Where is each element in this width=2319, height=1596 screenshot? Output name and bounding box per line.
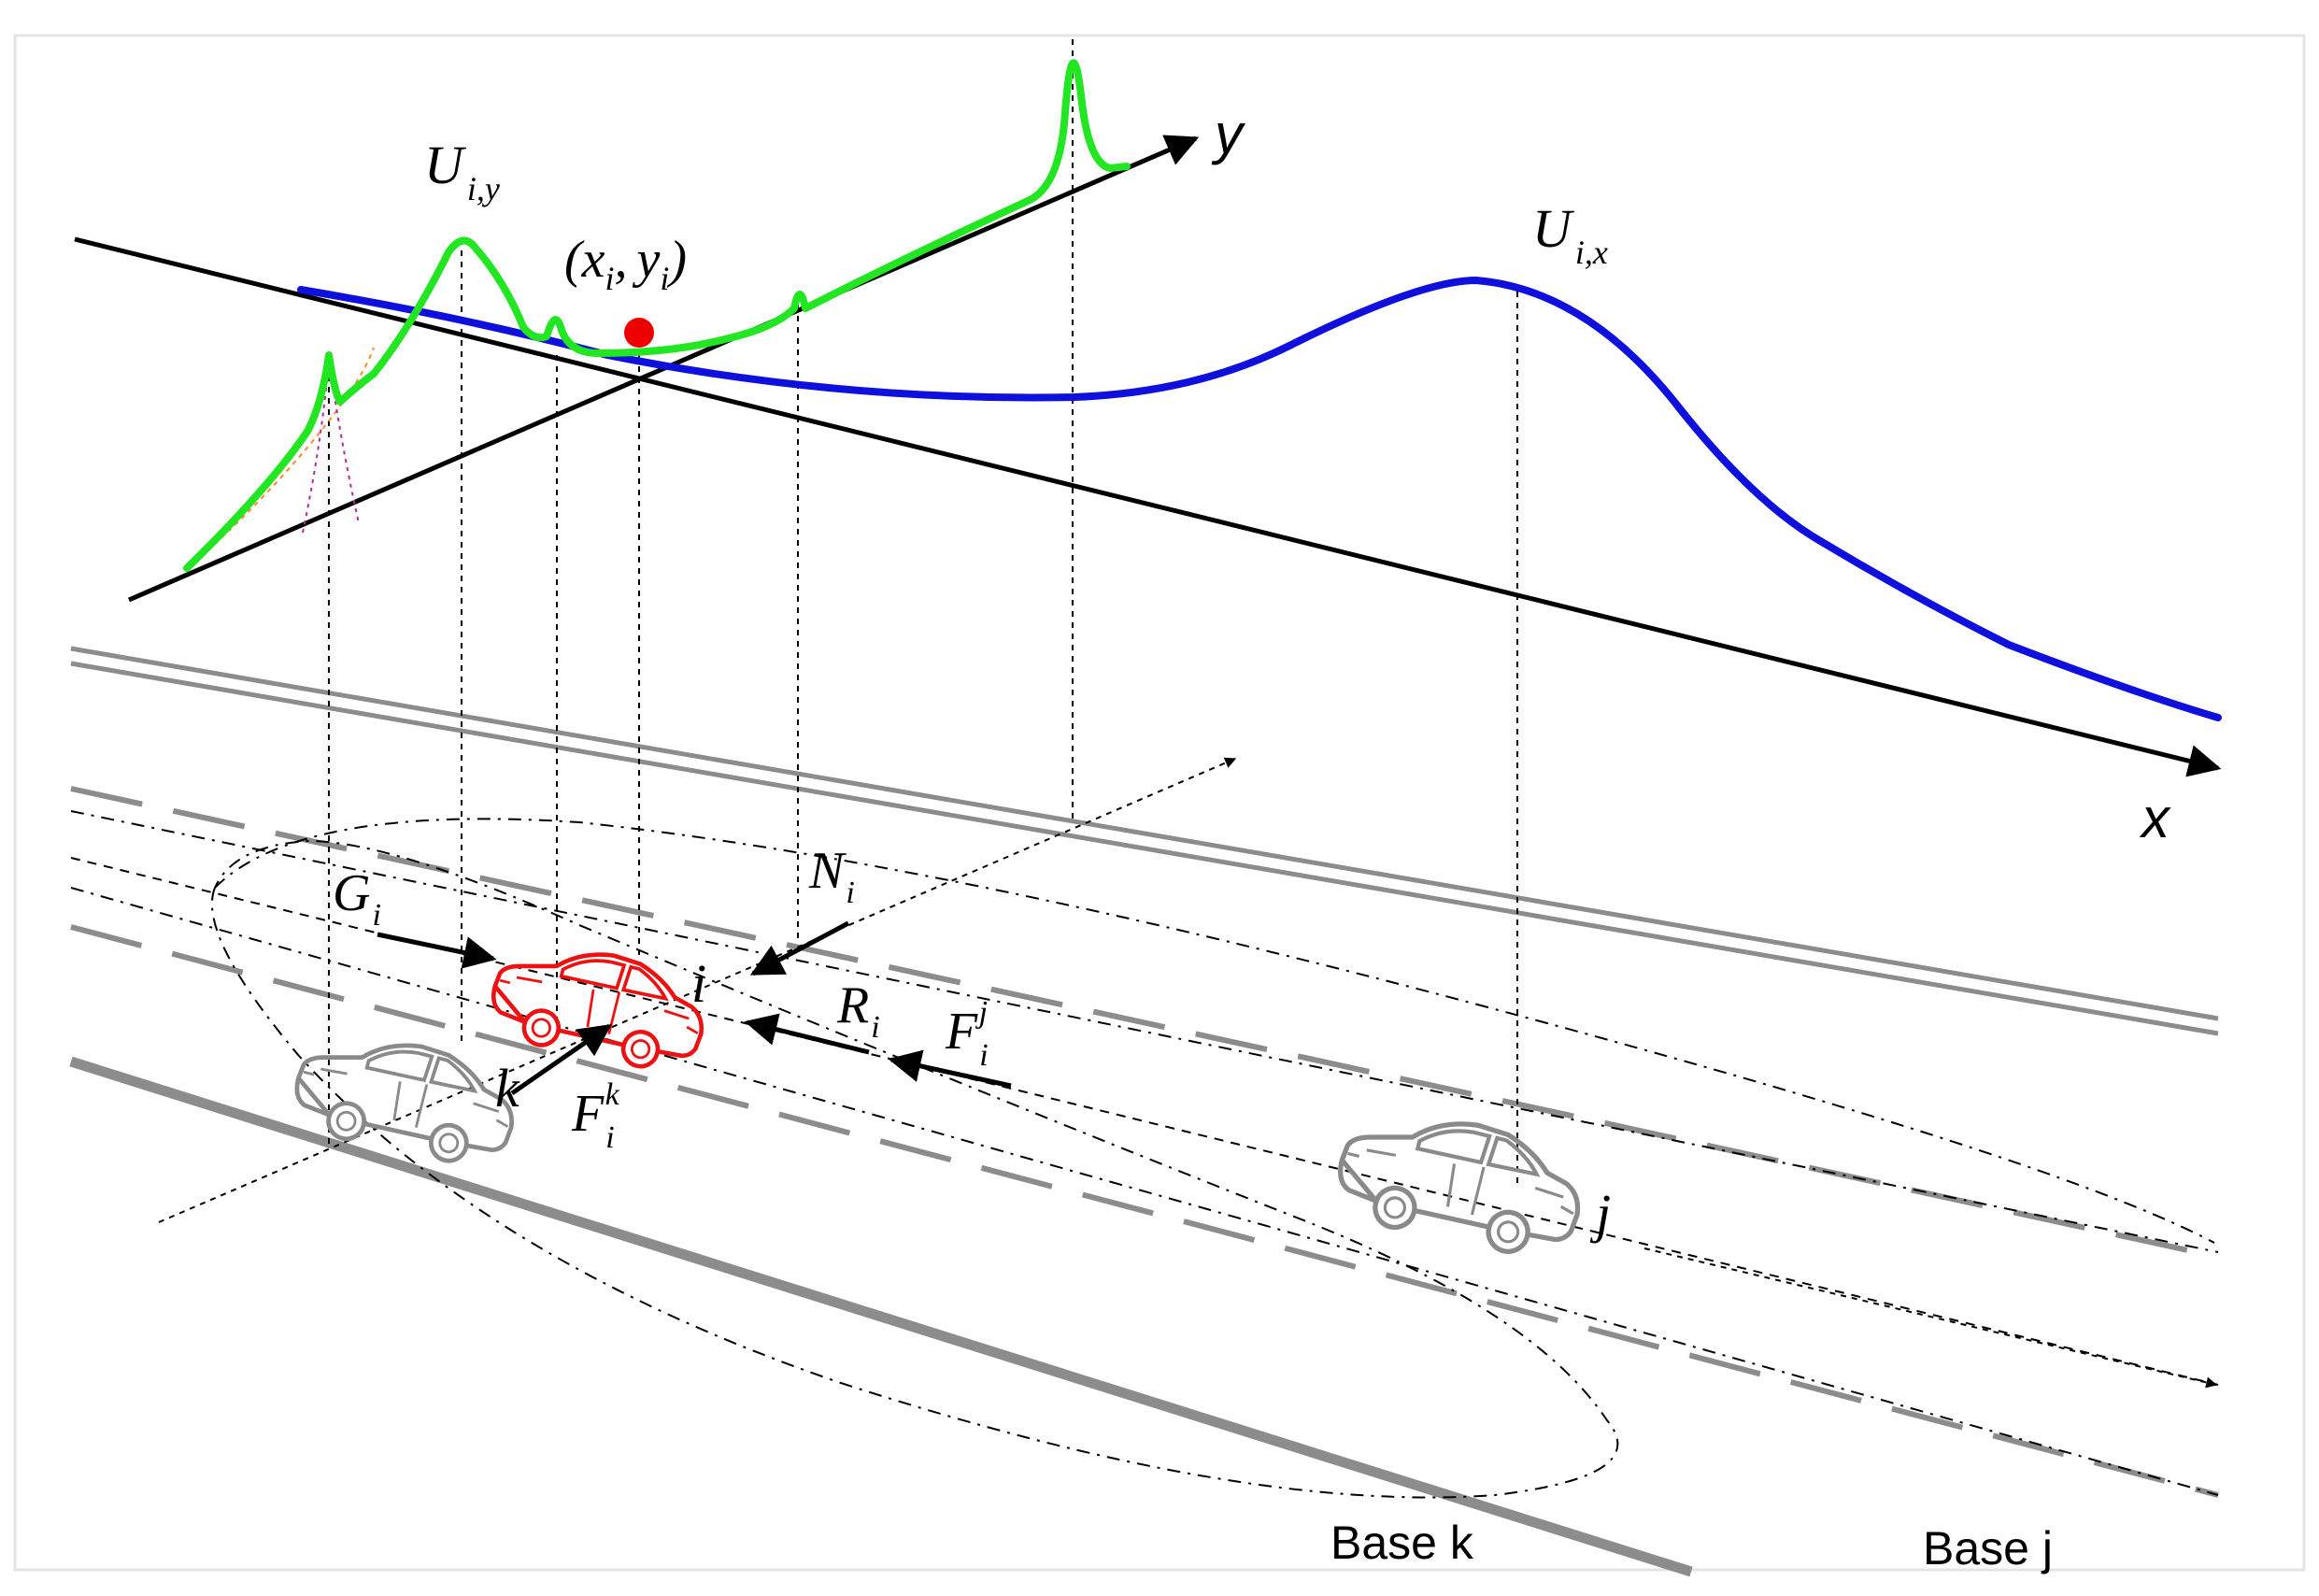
figure-frame: [13, 34, 2306, 1572]
lane-center-1: [70, 810, 2219, 1253]
lane-divider-2: [70, 924, 2219, 1498]
lane-center-3: [70, 887, 2219, 1496]
car-icon: [287, 1019, 525, 1177]
position-marker: [624, 318, 654, 348]
vehicle-k: [287, 1019, 525, 1177]
label-base-k: Base k: [1330, 1517, 1474, 1569]
label-axis-x: x: [2139, 787, 2171, 849]
force-arrow-fk: [510, 1023, 612, 1096]
projection-lines: [328, 39, 1518, 1189]
label-force-r: Ri: [836, 976, 880, 1045]
potential-curve-x: [297, 276, 2222, 721]
car-icon: [1330, 1095, 1593, 1270]
x-axis: [74, 236, 2222, 777]
label-position: (xi,yi): [564, 231, 687, 297]
road-top-boundary-outer: [70, 646, 2219, 1021]
force-arrow-n: [749, 920, 850, 976]
lane-center-2: [70, 857, 2219, 1386]
force-arrow-fj: [888, 1049, 1012, 1089]
road-dir-arrow-lower: [1643, 1247, 2218, 1389]
label-force-fj: Fij: [945, 995, 989, 1073]
label-base-j: Base j: [1923, 1522, 2053, 1575]
road-top-boundary-inner: [70, 661, 2219, 1036]
road: [69, 646, 2219, 1577]
label-vehicle-j: j: [1589, 1183, 1611, 1244]
label-vehicle-i: i: [691, 953, 706, 1014]
vehicle-j: [1330, 1095, 1593, 1270]
base-k-ellipse: [210, 839, 1619, 1499]
label-vehicle-k: k: [495, 1058, 520, 1119]
force-arrow-g: [377, 932, 497, 969]
label-force-fk: Fik: [571, 1077, 620, 1155]
road-dir-arrow-upper: [158, 757, 1237, 1223]
road-bottom-boundary: [69, 1056, 1693, 1577]
potential-curve-y: [183, 59, 1131, 572]
label-axis-y: y: [1211, 103, 1246, 165]
force-arrow-r: [744, 1013, 870, 1055]
label-force-g: Gi: [333, 864, 381, 933]
base-j-ellipse: [214, 818, 2215, 1244]
label-force-n: Ni: [808, 842, 855, 910]
lane-divider-1: [70, 786, 2219, 1260]
